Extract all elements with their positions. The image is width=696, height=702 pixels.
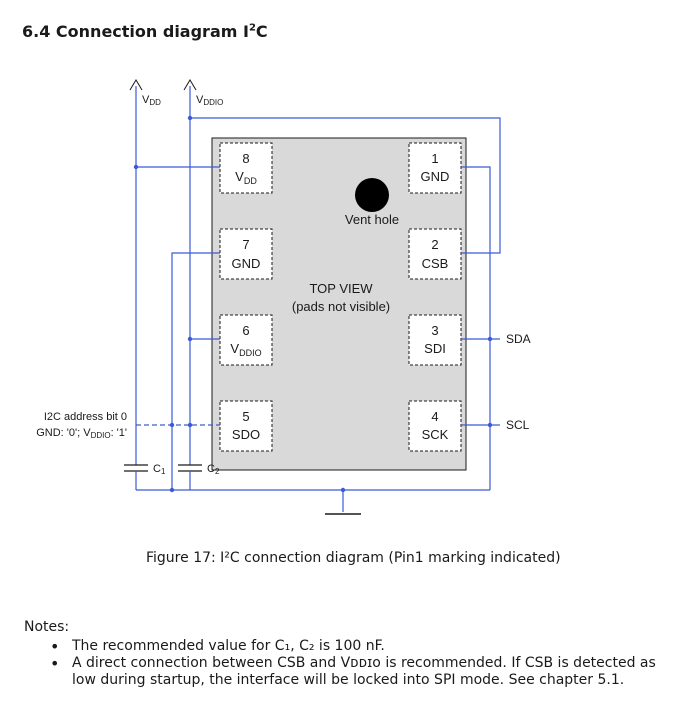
svg-text:VDDIO: VDDIO [230,341,261,358]
vdd-arrow [129,79,143,91]
svg-text:GND: GND [421,169,450,184]
svg-text:8: 8 [242,151,249,166]
address-note-line2: GND: '0'; VDDIO: '1' [36,427,127,440]
pin-5: 5 SDO [219,400,273,452]
capacitor-c2 [178,464,202,472]
address-note-line1: I2C address bit 0 [44,411,127,423]
junction-dots [133,115,493,493]
svg-text:CSB: CSB [422,256,449,271]
vent-hole [355,178,389,212]
pin-8: 8 VDD [219,142,273,194]
notes-heading: Notes: [24,619,70,635]
svg-text:SDO: SDO [232,427,260,442]
note-item: The recommended value for C₁, C₂ is 100 … [50,638,670,655]
vent-label: Vent hole [345,212,399,227]
pads-note: (pads not visible) [292,299,390,314]
c1-label: C1 [153,463,166,476]
svg-text:VDD: VDD [235,169,257,186]
vddio-arrow [183,79,197,91]
svg-text:7: 7 [242,237,249,252]
pin-7: 7 GND [219,228,273,280]
figure-caption: Figure 17: I²C connection diagram (Pin1 … [146,550,561,566]
vddio-rail-label: VDDIO [196,94,223,107]
vdd-rail-label: VDD [142,94,161,107]
pin-6: 6 VDDIO [219,314,273,366]
note-item: A direct connection between CSB and Vᴅᴅɪ… [50,655,670,689]
svg-text:SDI: SDI [424,341,446,356]
svg-text:6: 6 [242,323,249,338]
svg-text:4: 4 [431,409,438,424]
scl-label: SCL [506,418,530,432]
section-title: 6.4 Connection diagram I2C [22,22,268,41]
pin-2: 2 CSB [408,228,462,280]
svg-text:2: 2 [431,237,438,252]
sda-label: SDA [506,332,531,346]
capacitor-c1 [124,464,148,472]
svg-text:SCK: SCK [422,427,449,442]
pin-3: 3 SDI [408,314,462,366]
wiring [135,86,501,512]
svg-text:1: 1 [431,151,438,166]
pin-1: 1 GND [408,142,462,194]
svg-text:GND: GND [232,256,261,271]
svg-text:5: 5 [242,409,249,424]
notes-list: The recommended value for C₁, C₂ is 100 … [50,638,670,689]
c2-label: C2 [207,463,220,476]
top-view-label: TOP VIEW [309,281,373,296]
pin-4: 4 SCK [408,400,462,452]
svg-text:3: 3 [431,323,438,338]
